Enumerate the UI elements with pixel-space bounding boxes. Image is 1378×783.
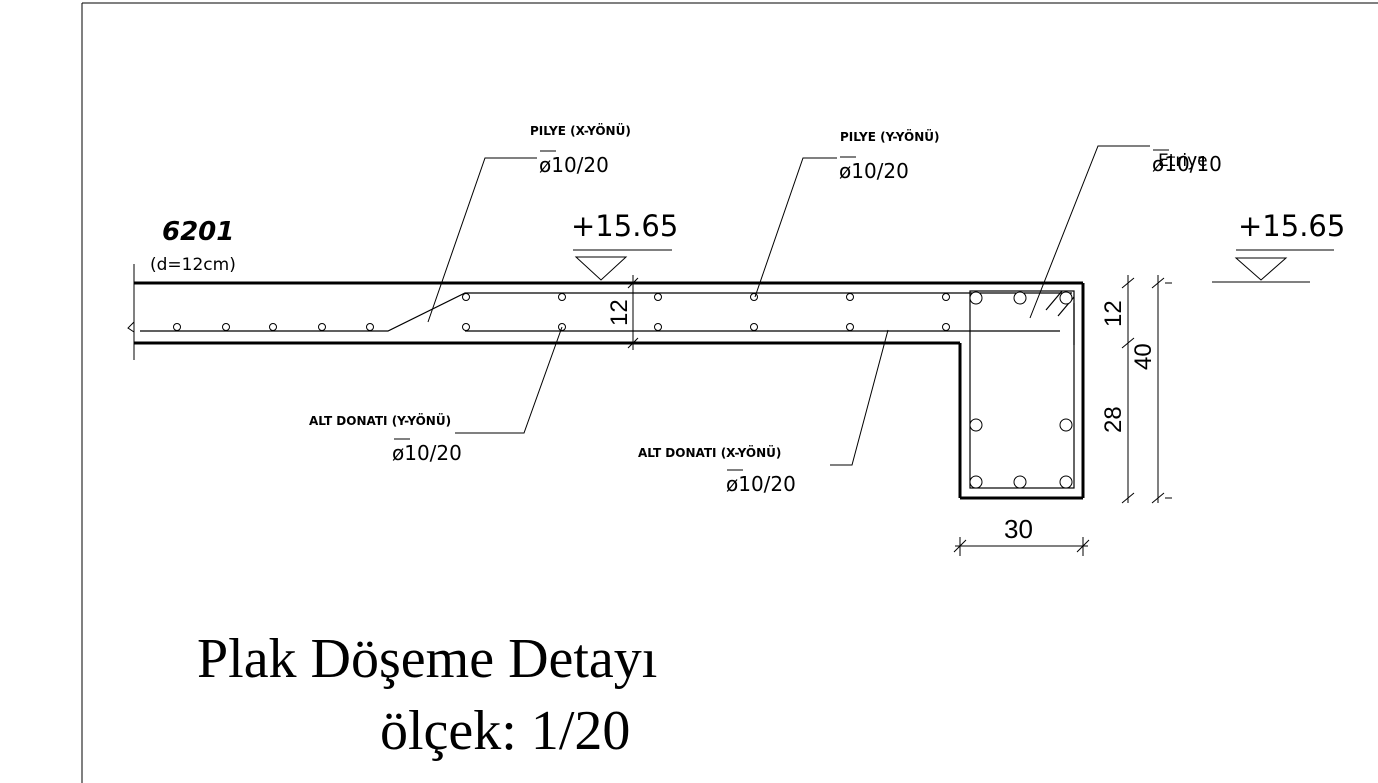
slab-thickness: (d=12cm)	[150, 255, 236, 275]
rebar-dot	[462, 323, 470, 331]
etriye-label: Etriye	[1158, 151, 1208, 171]
rebar-dot	[173, 323, 181, 331]
rebar-dot	[366, 323, 374, 331]
rebar-dot	[750, 323, 758, 331]
drawing-title: Plak Döşeme Detayı	[197, 628, 657, 690]
beam-bar	[1013, 475, 1027, 489]
beam-bar	[1059, 475, 1073, 489]
dim-beam-width: 30	[1004, 514, 1033, 544]
pilye-y-spec: ø10/20	[839, 159, 909, 183]
alt-y-spec: ø10/20	[392, 441, 462, 465]
slab-id: 6201	[162, 217, 234, 247]
beam-stirrup	[969, 290, 1075, 489]
rebar-dot	[269, 323, 277, 331]
concrete-section-outline	[127, 264, 1085, 500]
dim-beam-web: 28	[1100, 406, 1127, 433]
rebar-dots	[173, 291, 1073, 489]
rebar-dot	[654, 293, 662, 301]
rebar-dot	[750, 293, 758, 301]
dim-beam-top: 12	[1100, 300, 1127, 327]
rebar-dot	[846, 323, 854, 331]
sheet-frame	[81, 2, 1378, 783]
leader-lines	[427, 145, 1150, 466]
rebar-dot	[222, 323, 230, 331]
rebar-dot	[942, 293, 950, 301]
level-right: +15.65	[1238, 209, 1345, 243]
beam-bar	[969, 418, 983, 432]
reinforcement-lines	[140, 292, 1072, 332]
alt-y-label: ALT DONATI (Y-YÖNÜ)	[309, 413, 451, 428]
rebar-dot	[558, 293, 566, 301]
pilye-x-spec: ø10/20	[539, 153, 609, 177]
beam-bar	[1013, 291, 1027, 305]
pilye-x-label: PILYE (X-YÖNÜ)	[530, 123, 631, 138]
rebar-dot	[318, 323, 326, 331]
drawing-scale: ölçek: 1/20	[380, 700, 630, 762]
rebar-dot	[846, 293, 854, 301]
beam-bar	[969, 475, 983, 489]
rebar-dot	[462, 293, 470, 301]
rebar-dot	[942, 323, 950, 331]
spec-overbars	[394, 149, 1169, 471]
pilye-y-label: PILYE (Y-YÖNÜ)	[840, 129, 939, 144]
dim-slab-thickness: 12	[606, 299, 633, 326]
beam-bar	[969, 291, 983, 305]
etriye-spec: ø10/10	[1152, 152, 1222, 176]
rebar-dot	[654, 323, 662, 331]
dim-beam-total: 40	[1130, 343, 1157, 370]
beam-bar	[1059, 291, 1073, 305]
alt-x-label: ALT DONATI (X-YÖNÜ)	[638, 445, 781, 460]
level-markers	[573, 249, 1334, 283]
alt-x-spec: ø10/20	[726, 472, 796, 496]
dimension-lines	[627, 275, 1172, 556]
level-left: +15.65	[571, 209, 678, 243]
beam-bar	[1059, 418, 1073, 432]
